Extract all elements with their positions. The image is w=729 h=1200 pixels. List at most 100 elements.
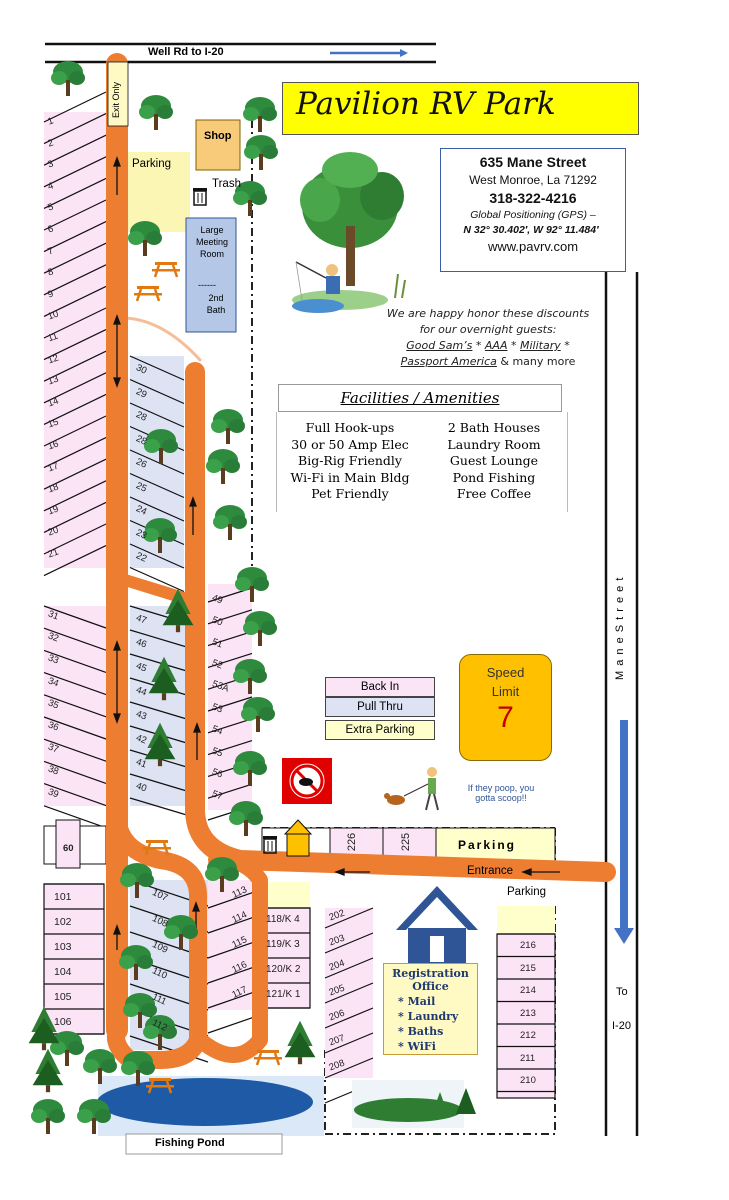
site-divider <box>43 91 107 123</box>
separator: * <box>510 339 517 352</box>
site-divider <box>43 523 107 555</box>
shop-label: Shop <box>204 130 232 142</box>
speed-limit-sign: Speed Limit 7 <box>459 654 552 761</box>
dashes: ------ <box>198 280 216 290</box>
site-divider <box>207 609 253 625</box>
mane-street-label: M a n e S t r e e t <box>614 576 626 680</box>
site-divider <box>43 716 107 740</box>
discount-military: Military <box>519 339 561 352</box>
site-divider <box>43 113 107 145</box>
facility-item: Pond Fishing <box>452 469 536 485</box>
parking-area-left <box>124 152 190 232</box>
site-divider <box>324 1032 374 1054</box>
tree-icon <box>206 449 240 484</box>
site-divider <box>43 177 107 209</box>
office-item: * Mail <box>398 995 436 1008</box>
gps-label: Global Positioning (GPS) – <box>470 208 596 221</box>
city-state: West Monroe, La 71292 <box>469 172 597 187</box>
site-number: 216 <box>520 940 536 951</box>
sites-1-21 <box>44 112 106 568</box>
site-number: 105 <box>54 991 72 1003</box>
facility-item: Pet Friendly <box>311 486 389 502</box>
site-divider <box>207 631 253 647</box>
tree-icon <box>31 1099 65 1134</box>
site-number: 226 <box>346 832 359 852</box>
separator: * <box>475 339 482 352</box>
fisherman-tree-illustration <box>292 152 406 313</box>
site-divider <box>207 1014 261 1034</box>
site-divider <box>324 907 374 929</box>
shop-building <box>195 119 241 171</box>
site-divider <box>207 696 253 712</box>
site-divider <box>129 773 191 793</box>
site-divider <box>43 329 107 361</box>
facility-item: Wi-Fi in Main Bldg <box>290 469 410 485</box>
facilities-left-list: Full Hook-ups 30 or 50 Amp Elec Big-Rig … <box>280 420 420 503</box>
poop-line1: If they poop, you <box>467 783 535 793</box>
separator: * <box>564 339 570 352</box>
site-number: 215 <box>520 962 536 974</box>
trash-can-icon <box>192 187 208 206</box>
site-divider <box>324 932 374 954</box>
facility-item: Guest Lounge <box>449 453 539 469</box>
tree-icon <box>243 97 277 132</box>
poop-line2: gotta scoop!! <box>475 793 527 803</box>
site-divider <box>129 472 185 499</box>
southbound-arrow <box>620 720 628 930</box>
registration-title: Registration <box>392 967 469 980</box>
discounts-line2: for our overnight guests: <box>419 323 557 336</box>
tree-icon <box>229 801 263 836</box>
site-divider <box>207 740 253 756</box>
phone-number[interactable]: 318-322-4216 <box>489 190 577 207</box>
site-divider <box>129 701 191 721</box>
registration-house-icon <box>396 886 478 964</box>
tree-icon <box>139 95 173 130</box>
site-divider <box>43 545 107 577</box>
website-link[interactable]: www.pavrv.com <box>487 239 579 255</box>
site-divider <box>43 393 107 425</box>
site-divider <box>43 199 107 231</box>
trash-label: Trash <box>212 178 241 190</box>
picnic-icon <box>150 260 182 279</box>
tree-icon <box>213 505 247 540</box>
site-number: 102 <box>54 916 72 928</box>
site-divider <box>129 566 185 593</box>
site-number: 118/K 4 <box>266 914 300 925</box>
site-number: 210 <box>520 1075 536 1086</box>
top-road-label: Well Rd to I-20 <box>148 46 224 58</box>
meeting-room-building <box>185 217 237 333</box>
site-divider <box>207 989 261 1009</box>
facilities-title: Facilities / Amenities <box>278 384 562 412</box>
discount-aaa: AAA <box>484 339 508 352</box>
picnic-icon <box>132 284 164 303</box>
site-divider <box>129 543 185 569</box>
legend-back-in: Back In <box>325 677 435 697</box>
site-divider <box>207 718 253 734</box>
fishing-pond-label: Fishing Pond <box>155 1137 225 1149</box>
site-divider <box>43 307 107 339</box>
site-divider <box>129 629 191 649</box>
site-divider <box>207 889 261 909</box>
facility-item: Free Coffee <box>456 486 532 502</box>
bath2-label: 2nd Bath <box>206 293 226 315</box>
facility-item: 2 Bath Houses <box>447 420 541 435</box>
site-divider <box>43 694 107 718</box>
site-divider <box>43 156 107 188</box>
entrance-label: Entrance <box>467 865 514 877</box>
sites-210-216 <box>496 933 556 1099</box>
site-number: 212 <box>520 1030 536 1041</box>
site-divider <box>207 652 253 668</box>
site-number: 119/K 3 <box>266 939 300 950</box>
office-item: * Laundry <box>398 1010 459 1023</box>
site-divider <box>129 653 191 673</box>
site-number: 213 <box>520 1007 536 1019</box>
speed-value: 7 <box>497 701 514 734</box>
dog-walker-illustration <box>384 767 439 811</box>
site-divider <box>129 449 185 475</box>
pine-icon <box>284 1020 316 1065</box>
site-divider <box>43 437 107 469</box>
site-divider <box>324 1007 374 1029</box>
site-divider <box>43 649 107 673</box>
site-divider <box>129 496 185 522</box>
site-divider <box>207 939 261 959</box>
